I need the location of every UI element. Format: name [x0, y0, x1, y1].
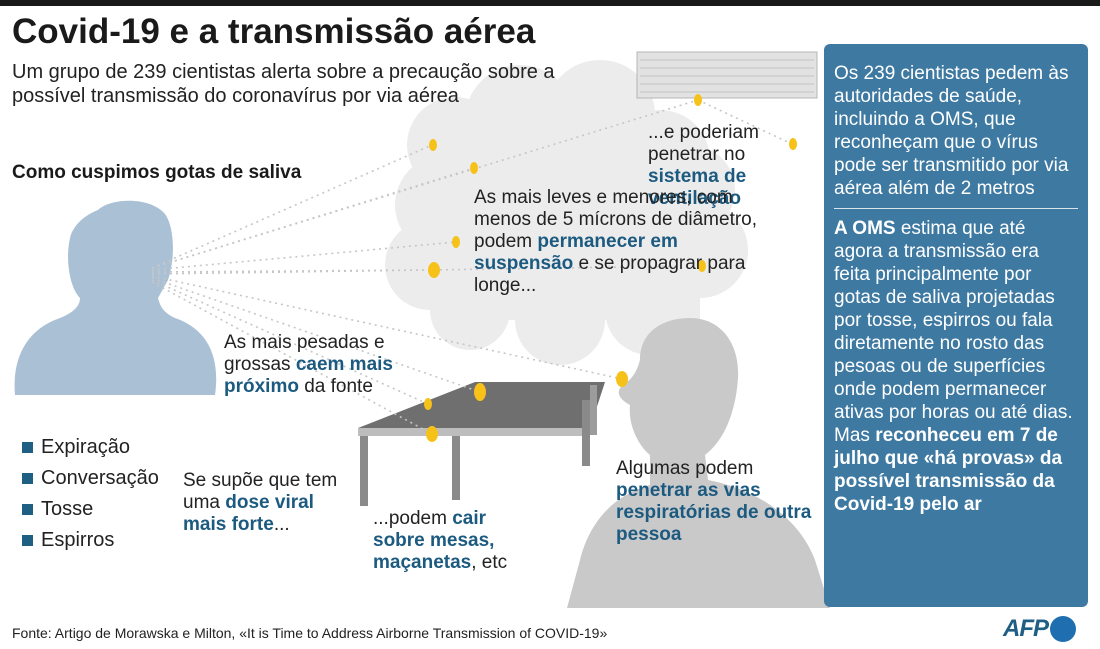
info-panel: Os 239 cientistas pedem às autoridades d…	[824, 44, 1088, 607]
droplet	[698, 260, 706, 272]
afp-logo-dot-icon	[1050, 616, 1076, 642]
droplet	[452, 236, 460, 248]
page-title: Covid-19 e a transmissão aérea	[12, 12, 536, 51]
trajectory-lines	[151, 99, 793, 435]
annotation-ventilation-highlight: sistema de ventilação	[648, 166, 747, 209]
legend-square-icon	[22, 504, 33, 515]
annotation-light-highlight: permanecer em suspensão	[474, 231, 678, 274]
annotation-light-text: As mais leves e menores, com menos de 5 …	[474, 187, 758, 252]
legend-label: Tosse	[41, 498, 94, 520]
droplet	[428, 262, 440, 278]
annotation-viral-tail: ...	[273, 514, 290, 535]
top-rule	[0, 0, 1100, 6]
annotation-respiratory-text: Algumas podem	[616, 458, 754, 479]
info-panel-bold-1: A OMS	[834, 218, 896, 239]
afp-logo-text: AFP	[1003, 615, 1049, 642]
section-heading: Como cuspimos gotas de saliva	[12, 162, 302, 183]
info-panel-paragraph-2: A OMS estima que até agora a transmissão…	[834, 217, 1078, 516]
info-panel-paragraph-1: Os 239 cientistas pedem às autoridades d…	[834, 63, 1069, 199]
annotation-viral-text: Se supõe que tem uma	[183, 470, 338, 513]
legend-item: Tosse	[22, 494, 159, 525]
ventilation-unit	[636, 51, 818, 99]
annotation-heavy-tail: da fonte	[304, 376, 373, 397]
table	[358, 382, 605, 506]
annotation-respiratory: Algumas podem penetrar as vias respirató…	[616, 458, 816, 546]
annotation-surfaces-tail: , etc	[471, 552, 508, 573]
droplet	[424, 398, 432, 410]
annotation-heavy-text: As mais pesadas e grossas	[224, 332, 385, 375]
annotation-light-droplets: As mais leves e menores, com menos de 5 …	[474, 187, 764, 297]
source-credit: Fonte: Artigo de Morawska e Milton, «It …	[12, 625, 608, 641]
droplet	[789, 138, 797, 150]
legend: Expiração Conversação Tosse Espirros	[22, 432, 159, 556]
droplet	[470, 162, 478, 174]
legend-square-icon	[22, 442, 33, 453]
legend-label: Espirros	[41, 529, 115, 551]
info-panel-divider	[834, 208, 1078, 209]
annotation-heavy-highlight: caem mais próximo	[224, 354, 393, 397]
droplet	[429, 139, 437, 151]
annotation-viral-dose: Se supõe que tem uma dose viral mais for…	[183, 470, 343, 536]
annotation-surfaces-highlight: cair sobre mesas, maçanetas	[373, 508, 495, 573]
annotation-viral-highlight: dose viral mais forte	[183, 492, 314, 535]
annotation-ventilation-text: ...e poderiam penetrar no	[648, 122, 759, 165]
droplet	[616, 371, 628, 387]
droplets	[424, 94, 797, 442]
legend-square-icon	[22, 535, 33, 546]
legend-square-icon	[22, 473, 33, 484]
legend-label: Conversação	[41, 467, 159, 489]
afp-logo: AFP	[1003, 615, 1076, 643]
legend-item: Espirros	[22, 525, 159, 556]
annotation-heavy-droplets: As mais pesadas e grossas caem mais próx…	[224, 332, 424, 398]
page-subtitle: Um grupo de 239 cientistas alerta sobre …	[12, 61, 555, 107]
silhouette-speaking-person	[14, 200, 217, 395]
droplet	[426, 426, 438, 442]
droplet	[694, 94, 702, 106]
annotation-light-tail: e se propagrar para longe...	[474, 253, 746, 296]
annotation-surfaces-text: ...podem	[373, 508, 447, 529]
droplet	[474, 383, 486, 401]
annotation-ventilation: ...e poderiam penetrar no sistema de ven…	[648, 122, 778, 210]
legend-item: Conversação	[22, 463, 159, 494]
aerosol-cloud	[385, 60, 748, 365]
info-panel-text: estima que até agora a transmissão era f…	[834, 218, 1073, 446]
legend-item: Expiração	[22, 432, 159, 463]
legend-label: Expiração	[41, 436, 130, 458]
annotation-surfaces: ...podem cair sobre mesas, maçanetas, et…	[373, 508, 543, 574]
silhouette-receiving-person	[567, 318, 830, 608]
info-panel-bold-2: reconheceu em 7 de julho que «há provas»…	[834, 425, 1063, 515]
annotation-respiratory-highlight: penetrar as vias respiratórias de outra …	[616, 480, 812, 545]
